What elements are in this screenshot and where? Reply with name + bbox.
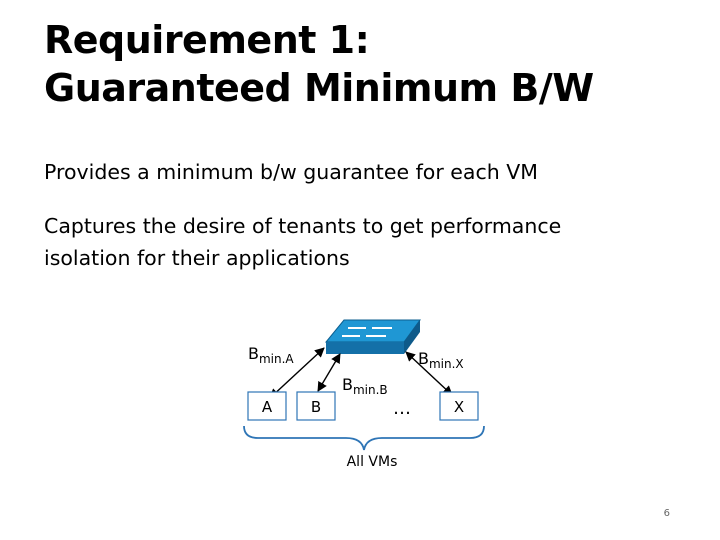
slide-title: Requirement 1: Guaranteed Minimum B/W [44,16,594,112]
switch-top [324,319,421,343]
vm-b: B [296,391,336,421]
link-b [317,353,341,392]
switch-side [404,320,420,354]
vm-b-label: B [311,398,321,416]
bullet-performance-isolation: Captures the desire of tenants to get pe… [44,210,561,274]
label-bmin-b: Bmin.B [342,375,388,397]
label-bmin-x: Bmin.X [418,349,464,371]
slide-number: 6 [663,508,670,519]
bullet-2-line-1: Captures the desire of tenants to get pe… [44,214,562,238]
network-switch-icon [324,319,421,354]
vm-ellipsis: … [393,398,411,419]
label-bmin-a: Bmin.A [248,344,294,366]
link-a [269,347,325,399]
vm-a-label: A [262,398,273,416]
title-line-1: Requirement 1: [44,18,370,62]
all-vms-brace [243,425,485,451]
switch-arrows [342,327,392,337]
vm-x: X [439,391,479,421]
bullet-minimum-guarantee: Provides a minimum b/w guarantee for eac… [44,156,538,188]
all-vms-label: All VMs [347,454,398,470]
bullet-2-line-2: isolation for their applications [44,246,350,270]
bullet-1-line-1: Provides a minimum b/w guarantee for eac… [44,160,538,184]
title-line-2: Guaranteed Minimum B/W [44,66,594,110]
vm-a: A [247,391,287,421]
vm-x-label: X [454,398,464,416]
switch-front [326,342,404,354]
link-x [405,351,453,396]
